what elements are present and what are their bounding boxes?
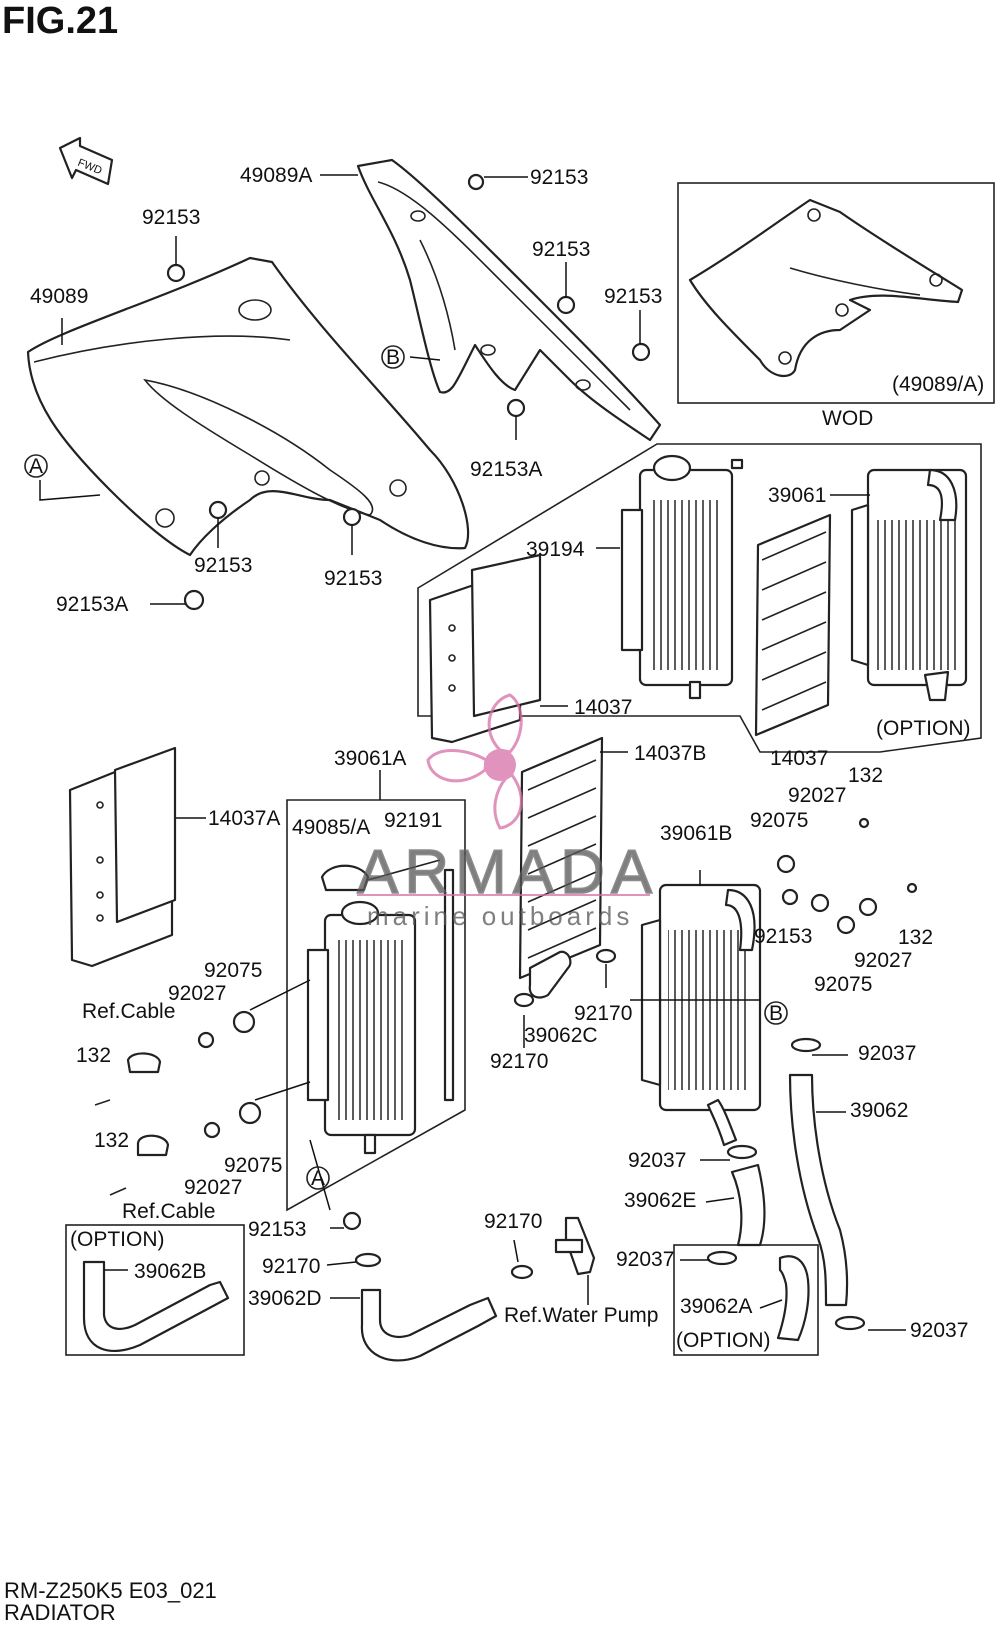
ref-marker-a-label: A: [29, 455, 43, 478]
callout-39062D: 39062D: [248, 1287, 322, 1310]
callout-92075: 92075: [204, 959, 262, 982]
ref-marker-b-2: [764, 1001, 788, 1025]
callout-92075: 92075: [750, 809, 808, 832]
callout-132: 132: [76, 1044, 111, 1067]
callout-92037: 92037: [616, 1248, 674, 1271]
callout-92153: 92153: [324, 567, 382, 590]
radiator-39061A: [306, 868, 455, 1155]
figure-title: FIG.21: [2, 0, 119, 42]
option-box-left: [65, 1224, 245, 1356]
callout-49089: 49089: [30, 285, 88, 308]
ref-marker-a-2-label: A: [311, 1167, 325, 1190]
wod-box: [677, 182, 995, 404]
callout-49089A: 49089A: [240, 164, 312, 187]
louver-14037-upper: [428, 553, 542, 744]
callout-92170: 92170: [484, 1210, 542, 1233]
radiator-right-group-outline: [417, 443, 982, 753]
louver-14037A: [68, 746, 177, 968]
hose-39062C: [528, 950, 572, 999]
louver-14037-right: [754, 513, 832, 737]
ref-marker-b-2-label: B: [769, 1002, 783, 1025]
callout-92170: 92170: [574, 1002, 632, 1025]
callout-92153: 92153: [248, 1218, 306, 1241]
callout-92027: 92027: [184, 1176, 242, 1199]
callout-92037: 92037: [858, 1042, 916, 1065]
callout-14037: 14037: [770, 747, 828, 770]
callout-92153: 92153: [142, 206, 200, 229]
option-label: (OPTION): [676, 1329, 771, 1352]
callout-39062: 39062: [850, 1099, 908, 1122]
radiator-39061B: [640, 883, 762, 1147]
callout-92191: 92191: [384, 809, 442, 832]
shroud-49089: [26, 256, 470, 557]
callout-92170: 92170: [262, 1255, 320, 1278]
callout-39062B: 39062B: [134, 1260, 206, 1283]
wod-part-label: (49089/A): [892, 373, 984, 396]
fasteners: [94, 173, 918, 1331]
hose-39062: [788, 1073, 849, 1307]
armada-propeller-icon: [426, 693, 523, 830]
callout-39194: 39194: [526, 538, 585, 561]
option-box-right: [673, 1244, 819, 1356]
radiator-cap-49085A: [320, 859, 441, 892]
radiator-left-group-outline: [286, 799, 466, 1212]
shroud-49089A: [356, 158, 662, 442]
callout-92170: 92170: [490, 1050, 548, 1073]
wod-shroud: [688, 198, 964, 378]
leader-lines: [39, 174, 906, 1331]
callout-39062C: 39062C: [524, 1024, 598, 1047]
callout-ref-water-pump: Ref.Water Pump: [504, 1304, 658, 1327]
hose-39062D: [360, 1288, 498, 1362]
callout-92153: 92153: [532, 238, 590, 261]
callout-14037A: 14037A: [208, 807, 280, 830]
callout-92153: 92153: [754, 925, 812, 948]
callout-ref-cable: Ref.Cable: [82, 1000, 175, 1023]
model-code: RM-Z250K5 E03_021: [4, 1578, 217, 1603]
ref-marker-a-2: [306, 1166, 330, 1190]
callout-39061B: 39061B: [660, 822, 732, 845]
callout-ref-cable: Ref.Cable: [122, 1200, 215, 1223]
callout-92153: 92153: [604, 285, 662, 308]
callout-49085A: 49085/A: [292, 816, 370, 839]
radiator-39194: [620, 454, 744, 700]
callout-14037: 14037: [574, 696, 632, 719]
callout-39062E: 39062E: [624, 1189, 696, 1212]
callout-132: 132: [898, 926, 933, 949]
watermark: ARMADA marine outboards: [356, 693, 658, 931]
water-pump-fitting: [554, 1216, 596, 1276]
radiator-39061: [850, 468, 968, 702]
callout-92027: 92027: [788, 784, 846, 807]
ref-marker-b: [381, 345, 405, 369]
hose-39062B: [82, 1260, 230, 1353]
callout-92027: 92027: [854, 949, 912, 972]
fwd-arrow-icon: FWD: [58, 136, 114, 186]
callout-132: 132: [94, 1129, 129, 1152]
callout-14037B: 14037B: [634, 742, 706, 765]
ref-marker-b-label: B: [386, 346, 400, 369]
watermark-brand: ARMADA: [357, 838, 658, 907]
callout-92037: 92037: [910, 1319, 968, 1342]
wod-label: WOD: [822, 407, 873, 430]
callout-92153: 92153: [194, 554, 252, 577]
callout-39062A: 39062A: [680, 1295, 752, 1318]
callout-92075: 92075: [224, 1154, 282, 1177]
callout-92153A: 92153A: [470, 458, 542, 481]
callout-92075: 92075: [814, 973, 872, 996]
callout-92153: 92153: [530, 166, 588, 189]
option-label: (OPTION): [876, 717, 971, 740]
watermark-tagline: marine outboards: [367, 901, 633, 931]
callout-39061A: 39061A: [334, 747, 406, 770]
section-name: RADIATOR: [4, 1600, 116, 1625]
callout-92037: 92037: [628, 1149, 686, 1172]
louver-14037B: [518, 736, 604, 980]
callout-132: 132: [848, 764, 883, 787]
hose-39062A: [776, 1255, 810, 1342]
callout-92027: 92027: [168, 982, 226, 1005]
hose-39062E: [730, 1163, 766, 1247]
option-label: (OPTION): [70, 1228, 165, 1251]
callout-39061: 39061: [768, 484, 826, 507]
callout-92153A: 92153A: [56, 593, 128, 616]
ref-marker-a: [24, 454, 48, 478]
